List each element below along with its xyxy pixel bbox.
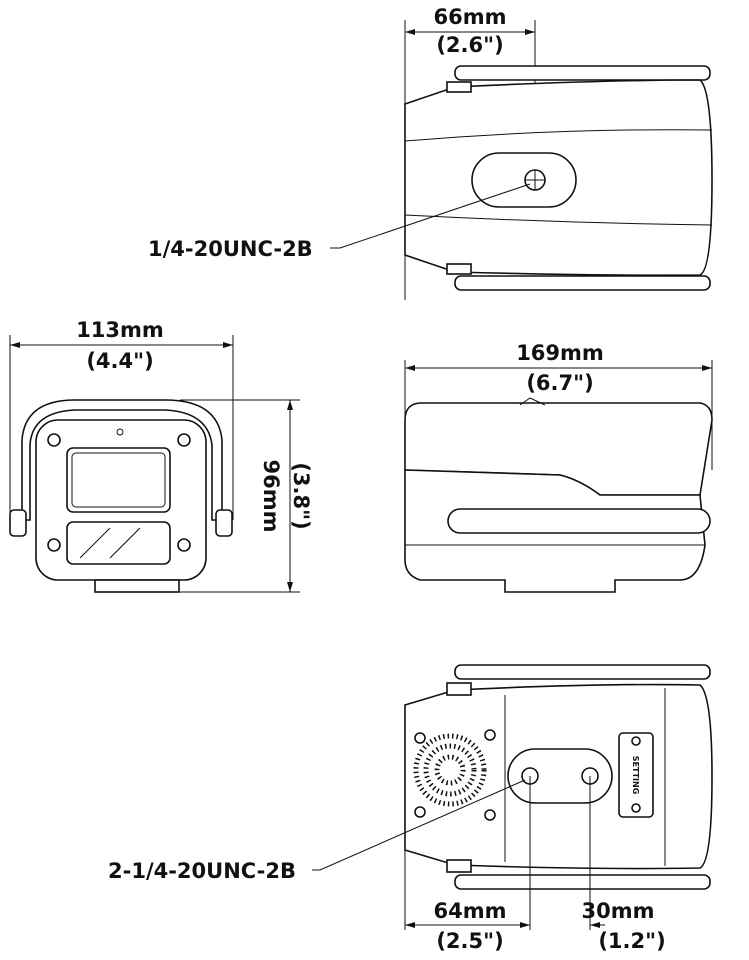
bracket-arm bbox=[447, 508, 711, 534]
top-rail bbox=[454, 664, 711, 680]
dimension-96mm: 96mm bbox=[259, 460, 283, 533]
bracket-clip bbox=[446, 81, 472, 93]
dimension-1-2-in: (1.2") bbox=[598, 929, 665, 953]
bottom-view: SETTING 2-1/4-20UNC-2B 64mm (2.5") 30mm … bbox=[108, 664, 713, 953]
bottom-rail bbox=[454, 275, 711, 291]
dimension-64mm: 64mm bbox=[434, 899, 507, 923]
dimension-30mm: 30mm bbox=[582, 899, 655, 923]
top-view: 66mm (2.6") 1/4-20UNC-2B bbox=[148, 5, 713, 300]
side-view: 169mm (6.7") bbox=[404, 341, 713, 593]
knob-right bbox=[215, 509, 233, 537]
bracket-clip bbox=[446, 263, 472, 275]
bracket-clip bbox=[446, 859, 472, 873]
leader-line bbox=[330, 183, 531, 249]
dimension-2-5-in: (2.5") bbox=[436, 929, 503, 953]
leader-line bbox=[312, 779, 526, 871]
dimension-2-6-in: (2.6") bbox=[436, 33, 503, 57]
lens-window bbox=[66, 447, 171, 513]
dimension-4-4-in: (4.4") bbox=[86, 349, 153, 373]
dimension-66mm: 66mm bbox=[434, 5, 507, 29]
dimension-3-8-in: (3.8") bbox=[289, 462, 313, 529]
thread-label-top: 1/4-20UNC-2B bbox=[148, 237, 313, 261]
base bbox=[94, 579, 180, 593]
settings-label: SETTING bbox=[631, 756, 640, 795]
top-rail bbox=[454, 65, 711, 81]
dimension-113mm: 113mm bbox=[76, 318, 164, 342]
bracket-clip bbox=[446, 682, 472, 696]
knob-left bbox=[9, 509, 27, 537]
mount-slot bbox=[471, 152, 577, 208]
front-view: 113mm (4.4") 96mm (3.8") bbox=[9, 318, 313, 593]
settings-panel bbox=[618, 732, 654, 818]
mount-plate bbox=[507, 748, 613, 804]
ir-window bbox=[66, 521, 171, 565]
dimension-169mm: 169mm bbox=[516, 341, 604, 365]
dimension-6-7-in: (6.7") bbox=[526, 371, 593, 395]
speaker-grille bbox=[413, 733, 487, 807]
thread-label-bottom: 2-1/4-20UNC-2B bbox=[108, 859, 296, 883]
bottom-rail bbox=[454, 874, 711, 890]
